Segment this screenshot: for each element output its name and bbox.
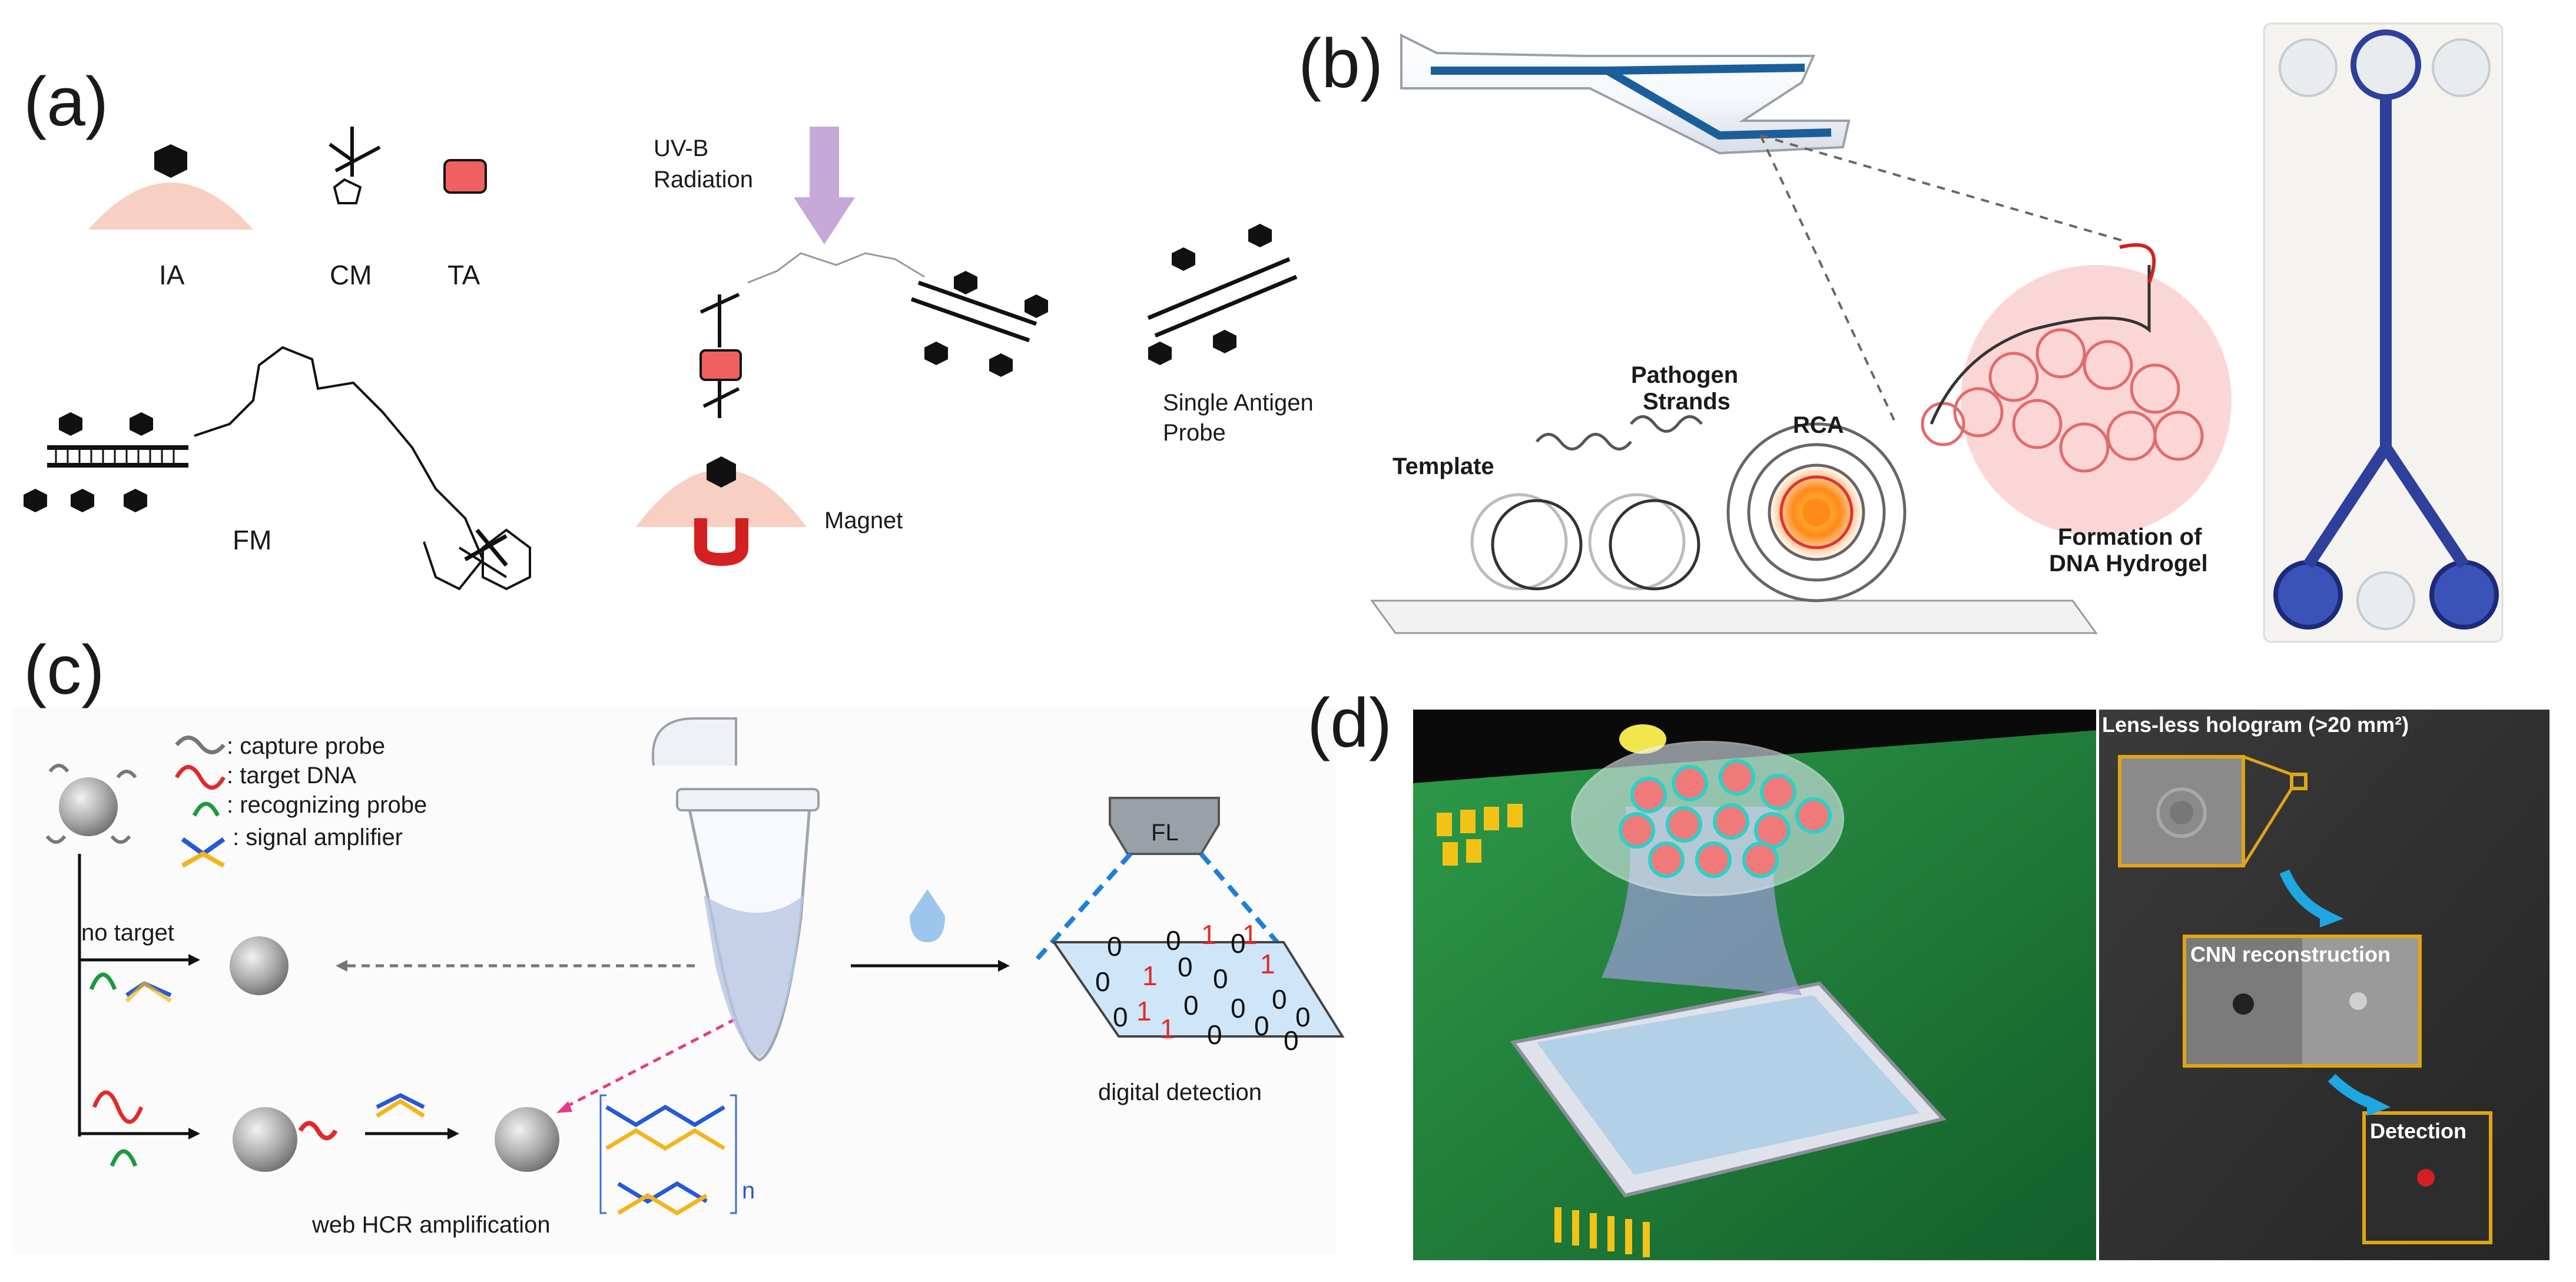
legend-recog — [192, 801, 220, 817]
digital-detection-label: digital detection — [1098, 1079, 1262, 1105]
digit-1: 0 — [1166, 925, 1181, 956]
fl-label: FL — [1151, 820, 1179, 846]
digit-0: 0 — [1107, 931, 1122, 962]
substrate — [1370, 599, 2098, 634]
uvb-arrow — [794, 127, 855, 244]
digit-17: 0 — [1113, 1002, 1128, 1032]
virus-particles — [1619, 759, 1832, 878]
magnet-linker — [699, 293, 740, 418]
pathogen-label-1: Pathogen — [1631, 362, 1739, 388]
single-probe-label-1: Single Antigen — [1163, 390, 1314, 416]
magnet-ta — [699, 349, 742, 381]
legend-target — [174, 765, 226, 790]
magnet-hex — [707, 456, 736, 488]
digit-4: 0 — [1095, 966, 1110, 997]
legend-capture-label: : capture probe — [227, 733, 386, 759]
digit-10: 0 — [1183, 990, 1199, 1021]
magnet-u — [694, 518, 748, 567]
single-probe-label-2: Probe — [1163, 420, 1226, 446]
n-label: n — [742, 1178, 755, 1204]
single-probe — [1147, 257, 1298, 338]
digit-7: 0 — [1213, 963, 1228, 994]
pathogen-strands — [1536, 415, 1703, 450]
digit-8: 1 — [1260, 949, 1275, 979]
antibody-hex — [154, 144, 187, 178]
fm-antigens — [24, 412, 153, 512]
digit-12: 0 — [1272, 984, 1287, 1015]
panel-a-label: (a) — [24, 63, 109, 141]
hydrogel-cloud — [1961, 265, 2232, 536]
digit-18: 1 — [1242, 919, 1258, 950]
ta-label: TA — [447, 260, 480, 290]
template-circles — [1470, 493, 1686, 591]
digit-5: 1 — [1142, 960, 1158, 991]
digit-6: 0 — [1178, 952, 1193, 982]
panel-b-label: (b) — [1298, 25, 1384, 102]
magnet-label: Magnet — [824, 508, 903, 534]
legend-capture — [175, 736, 226, 754]
legend-recog-label: : recognizing probe — [227, 792, 427, 818]
digit-3: 0 — [1231, 928, 1246, 959]
legend-target-label: : target DNA — [227, 763, 357, 789]
pathogen-label-2: Strands — [1643, 389, 1730, 415]
legend-amp — [181, 837, 226, 868]
ia-label: IA — [159, 260, 185, 290]
web-hcr — [605, 1104, 725, 1216]
rca-label: RCA — [1793, 412, 1844, 438]
fm-molecule — [47, 346, 531, 591]
legend-amp-label: : signal amplifier — [233, 824, 403, 850]
bead-capture — [59, 777, 118, 836]
magnet-dna — [910, 280, 1037, 343]
hydrogel-label-2: DNA Hydrogel — [2049, 551, 2208, 577]
hydrogel-label-1: Formation of — [2058, 524, 2202, 550]
digit-11: 0 — [1231, 993, 1246, 1023]
ia-dome — [88, 183, 253, 230]
panel-c-label: (c) — [24, 631, 105, 709]
single-probe-antigens — [1148, 224, 1272, 365]
magnet-dome — [636, 469, 807, 527]
detection-label: Detection — [2370, 1119, 2467, 1143]
web-hcr-label: web HCR amplification — [312, 1212, 551, 1238]
uvb-label-1: UV-B — [654, 135, 709, 161]
digit-9: 1 — [1136, 996, 1152, 1026]
uvb-label-2: Radiation — [654, 167, 754, 193]
digit-16: 0 — [1295, 1002, 1311, 1032]
panel-c — [12, 707, 1345, 1254]
hologram-label: Lens-less hologram (>20 mm²) — [2102, 713, 2409, 737]
template-label: Template — [1393, 453, 1494, 479]
magnet-antigens — [924, 271, 1048, 377]
cm-glyph — [329, 127, 381, 204]
panel-a — [24, 127, 1298, 591]
cnn-label: CNN reconstruction — [2190, 942, 2391, 966]
ta-box — [443, 159, 487, 194]
panel-d-label: (d) — [1307, 684, 1393, 762]
panel-b — [1370, 22, 2504, 643]
panel-d — [1413, 710, 2550, 1260]
digit-19: 0 — [1284, 1025, 1299, 1056]
cm-label: CM — [330, 260, 372, 290]
no-target-label: no target — [81, 920, 174, 946]
detection-plane — [1052, 941, 1345, 1038]
digit-13: 1 — [1160, 1013, 1175, 1044]
fm-label: FM — [233, 525, 272, 555]
fm-antibody — [464, 528, 508, 567]
digit-15: 0 — [1254, 1011, 1269, 1041]
digit-2: 1 — [1201, 919, 1216, 950]
digit-14: 0 — [1207, 1019, 1222, 1050]
hydrogel-rings — [1921, 328, 2204, 473]
